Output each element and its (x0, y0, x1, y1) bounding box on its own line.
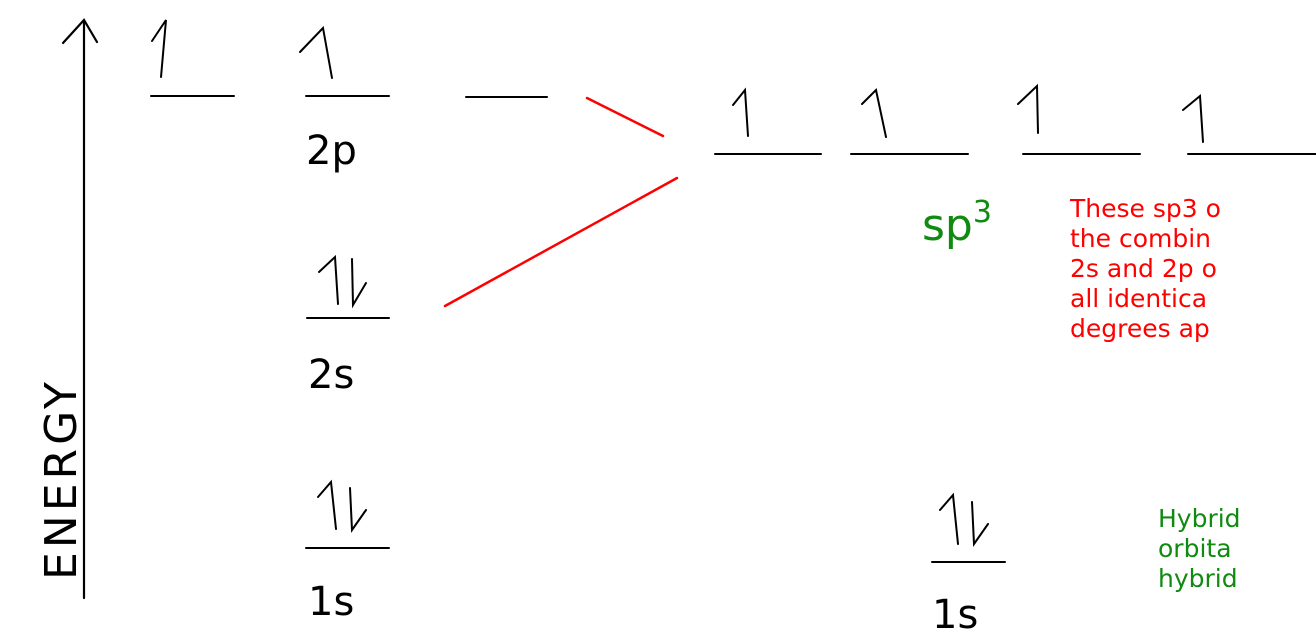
up-arrow-electron (1182, 93, 1204, 143)
note-line: all identica (1070, 284, 1208, 313)
2p-label: 2p (306, 128, 357, 174)
note-line: 2s and 2p o (1070, 254, 1217, 283)
note-line: the combin (1070, 224, 1212, 253)
2s-orbital (306, 254, 390, 319)
note-line: orbita (1158, 534, 1232, 563)
up-arrow-electron (939, 492, 959, 545)
note-line: Hybrid (1158, 504, 1241, 533)
1s-orbital-right (931, 492, 1006, 563)
up-arrow-electron (732, 87, 749, 137)
up-arrow-electron (861, 87, 887, 138)
note-line: hybrid (1158, 564, 1238, 593)
1s-right-label: 1s (932, 592, 978, 638)
connector-from-2s (443, 176, 679, 308)
down-arrow-electron (349, 487, 367, 533)
up-arrow-electron (299, 25, 333, 79)
1s-orbital-left (305, 479, 390, 549)
up-arrow-electron (1017, 83, 1039, 134)
sp3-orbitals (714, 83, 1316, 155)
sp3-explanation-note: These sp3 o the combin 2s and 2p o all i… (1070, 194, 1221, 344)
up-arrow-electron (151, 19, 167, 78)
note-line: These sp3 o (1070, 194, 1221, 223)
note-line: degrees ap (1070, 314, 1210, 343)
hybrid-note: Hybrid orbita hybrid (1158, 504, 1241, 594)
connector-from-2p (585, 96, 665, 138)
hybridization-connectors (443, 96, 679, 308)
up-arrow-electron (318, 254, 339, 305)
down-arrow-electron (971, 501, 989, 547)
2p-orbitals (150, 19, 548, 98)
energy-axis-label: ENERGY (36, 378, 87, 580)
down-arrow-electron (351, 258, 367, 309)
1s-left-label: 1s (308, 579, 354, 625)
up-arrow-electron (317, 479, 337, 530)
2s-label: 2s (308, 352, 354, 398)
sp3-label: sp3 (922, 195, 992, 251)
energy-axis (61, 18, 99, 600)
